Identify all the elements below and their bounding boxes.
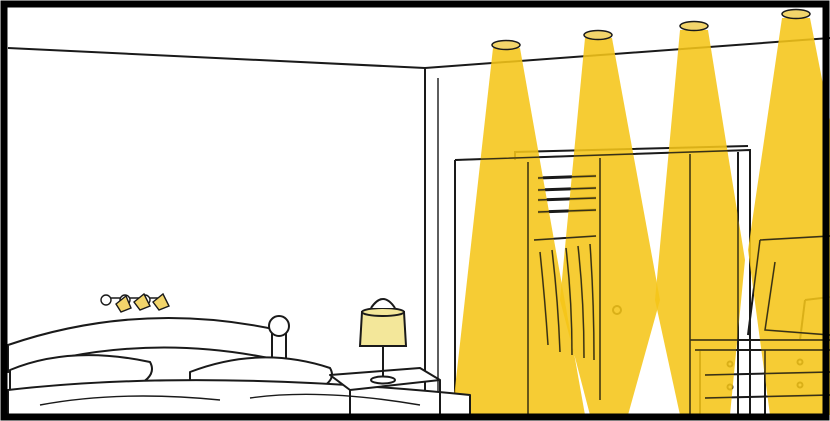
spotlight-mount-1 [101, 295, 111, 305]
bedpost-knob [269, 316, 289, 336]
lamp-base [371, 377, 395, 384]
lamp-shade-top [362, 308, 404, 316]
ceiling-downlight-icon [492, 41, 520, 50]
ceiling-downlight-icon [680, 22, 708, 31]
table-lamp-icon [360, 312, 406, 346]
ceiling-downlight-icon [584, 31, 612, 40]
ceiling-downlight-icon [782, 10, 810, 19]
